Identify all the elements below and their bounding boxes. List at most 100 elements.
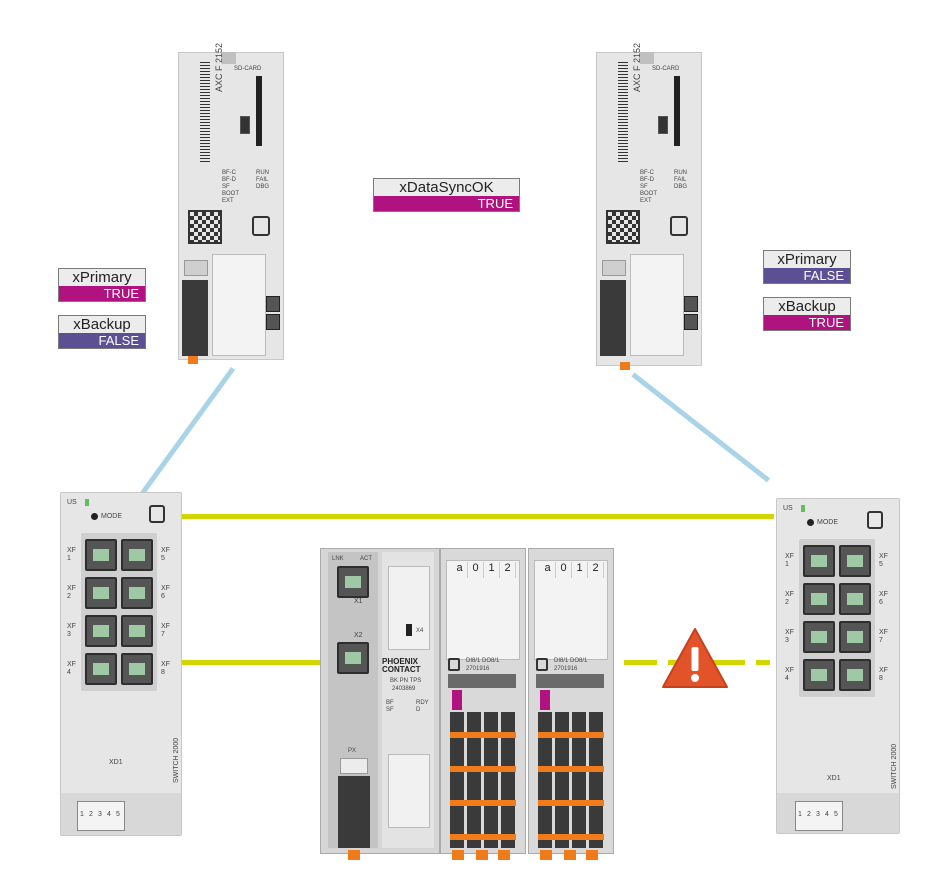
sync-flag-value: TRUE (374, 196, 519, 211)
ethernet-port[interactable] (803, 545, 835, 577)
led-label: SF (386, 707, 394, 713)
left-switch: US MODE XF 1 XF 2 XF 3 XF 4 XF 5 XF 6 XF… (60, 492, 182, 836)
qr-code-icon (606, 210, 640, 244)
led-label: RUN (256, 170, 269, 176)
mode-button[interactable] (91, 513, 98, 520)
flag-name: xPrimary (764, 251, 850, 268)
left-primary-flag: xPrimary TRUE (58, 268, 146, 302)
ethernet-port[interactable] (121, 615, 153, 647)
terminal-block[interactable]: 1 2 3 4 5 (795, 801, 843, 831)
reset-button[interactable] (184, 260, 208, 276)
led-label: FAIL (674, 177, 687, 183)
slot-label: 0 (468, 562, 484, 578)
port-label: XF 3 (785, 629, 794, 644)
ethernet-port-x2[interactable] (337, 642, 369, 674)
flag-value: TRUE (764, 315, 850, 330)
network-cable-right-controller-switch (631, 372, 771, 483)
port-label: XF 4 (785, 667, 794, 682)
slot-label: 2 (500, 562, 516, 578)
usb-port[interactable] (658, 116, 668, 134)
led-label: EXT (640, 198, 652, 204)
power-connector[interactable] (600, 280, 626, 356)
io-type: DI8/1 DO8/1 (466, 658, 500, 664)
right-switch: US MODE XF 1 XF 2 XF 3 XF 4 XF 5 XF 6 XF… (776, 498, 900, 834)
ethernet-port[interactable] (85, 577, 117, 609)
led-label: BF-D (222, 177, 236, 183)
io-part-number: 2701916 (466, 666, 490, 672)
io-module: a 0 1 2 DI8/1 DO8/1 2701916 (528, 548, 614, 860)
flag-value: FALSE (59, 333, 145, 348)
phoenix-logo-icon (252, 216, 270, 236)
sd-card-label: SD-CARD (234, 66, 262, 72)
usb-port[interactable] (240, 116, 250, 134)
ethernet-port-x2[interactable] (266, 314, 280, 330)
sync-flag: xDataSyncOK TRUE (373, 178, 520, 212)
power-plug-orange (348, 850, 360, 860)
power-connector[interactable] (338, 776, 370, 848)
io-separator (536, 674, 604, 688)
px-label: PX (348, 748, 357, 754)
ethernet-port[interactable] (121, 539, 153, 571)
phoenix-logo-icon (536, 658, 548, 671)
led-label: BF-C (640, 170, 654, 176)
x1-label: X1 (354, 598, 363, 605)
ethernet-port[interactable] (121, 653, 153, 685)
ethernet-port[interactable] (839, 545, 871, 577)
slot-label: a (452, 562, 468, 578)
mode-button[interactable] (807, 519, 814, 526)
coupler-part-number: 2403869 (392, 686, 416, 692)
flag-name: xBackup (764, 298, 850, 315)
ethernet-port-x1[interactable] (337, 566, 369, 598)
io-slot-labels: a 0 1 2 (540, 562, 604, 578)
led-label: BOOT (640, 191, 658, 197)
ethernet-port-x2[interactable] (684, 314, 698, 330)
ethernet-port[interactable] (85, 539, 117, 571)
led-label: DBG (674, 184, 688, 190)
terminal-label: 1 (80, 811, 84, 818)
ethernet-port[interactable] (121, 577, 153, 609)
port-label: XF 8 (161, 661, 170, 676)
reset-button[interactable] (602, 260, 626, 276)
power-connector[interactable] (182, 280, 208, 356)
ethernet-port[interactable] (839, 621, 871, 653)
usb-port-x4[interactable] (406, 624, 412, 636)
controller-model: AXC F 2152 (214, 42, 224, 92)
led-column-left: BF-C BF-D SF BOOT EXT (222, 170, 252, 205)
px-cover (340, 758, 368, 774)
controller-barcode (618, 62, 628, 162)
led-label: BF (386, 700, 394, 706)
terminal-block[interactable]: 1 2 3 4 5 (77, 801, 125, 831)
terminal-label: 2 (89, 811, 93, 818)
mode-label: MODE (817, 519, 838, 526)
network-cable-switch-ring (182, 514, 774, 519)
power-plug-orange (188, 356, 198, 364)
led-label: EXT (222, 198, 234, 204)
ethernet-port[interactable] (803, 583, 835, 615)
ethernet-port[interactable] (839, 583, 871, 615)
coupler-model: BK PN TPS (390, 678, 422, 684)
ethernet-port[interactable] (839, 659, 871, 691)
led-column-right: RUN FAIL DBG (256, 170, 280, 191)
ethernet-port[interactable] (803, 621, 835, 653)
flag-value: TRUE (59, 286, 145, 301)
port-label: XF 5 (161, 547, 170, 562)
terminal-label: 1 (798, 811, 802, 818)
ethernet-port-x1[interactable] (266, 296, 280, 312)
ethernet-port[interactable] (803, 659, 835, 691)
port-label: XF 6 (161, 585, 170, 600)
led-label: BOOT (222, 191, 240, 197)
ethernet-port[interactable] (85, 653, 117, 685)
led-label: RUN (674, 170, 687, 176)
phoenix-logo-icon (448, 658, 460, 671)
brand-logo: PHOENIX CONTACT (382, 657, 421, 674)
led-label: BF-C (222, 170, 236, 176)
xd1-label: XD1 (827, 775, 841, 782)
us-led (85, 499, 89, 506)
ethernet-port-x1[interactable] (684, 296, 698, 312)
flag-name: xBackup (59, 316, 145, 333)
ethernet-port[interactable] (85, 615, 117, 647)
right-backup-flag: xBackup TRUE (763, 297, 851, 331)
phoenix-logo-icon (149, 505, 165, 523)
switch-model: SWITCH 2000 (891, 743, 898, 789)
controller-barcode (200, 62, 210, 162)
